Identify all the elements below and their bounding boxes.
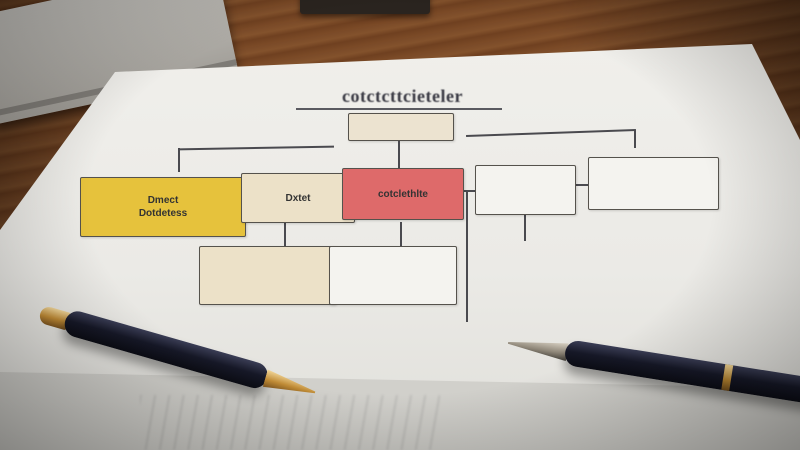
box-far-right [588, 157, 719, 210]
box-yellow: Dmect Dotdetess [80, 177, 246, 237]
connector-line [575, 184, 589, 186]
dark-object [300, 0, 430, 14]
box-lower-left [199, 246, 336, 305]
box-red-title: cotclethlte [377, 188, 428, 200]
right-pen-nib [507, 334, 569, 361]
box-beige: Dxtet [241, 173, 355, 223]
box-right-mid [475, 165, 576, 215]
diagram-title: cotctcttcieteler [342, 86, 463, 106]
box-yellow-subtitle: Dotdetess [138, 208, 188, 219]
connector-line [466, 192, 468, 322]
connector-line [178, 148, 180, 172]
connector-line [524, 215, 526, 241]
connector-line [398, 141, 400, 169]
box-red: cotclethlte [342, 168, 464, 220]
connector-line [284, 223, 286, 249]
box-beige-title: Dxtet [285, 192, 311, 204]
lower-paper-text-lines [140, 395, 440, 450]
top-box [348, 113, 454, 141]
title-underline [296, 108, 502, 110]
box-yellow-title: Dmect [147, 195, 179, 206]
box-lower-mid [329, 246, 457, 305]
connector-line [634, 130, 636, 148]
connector-line [462, 190, 476, 192]
connector-line [400, 222, 402, 246]
